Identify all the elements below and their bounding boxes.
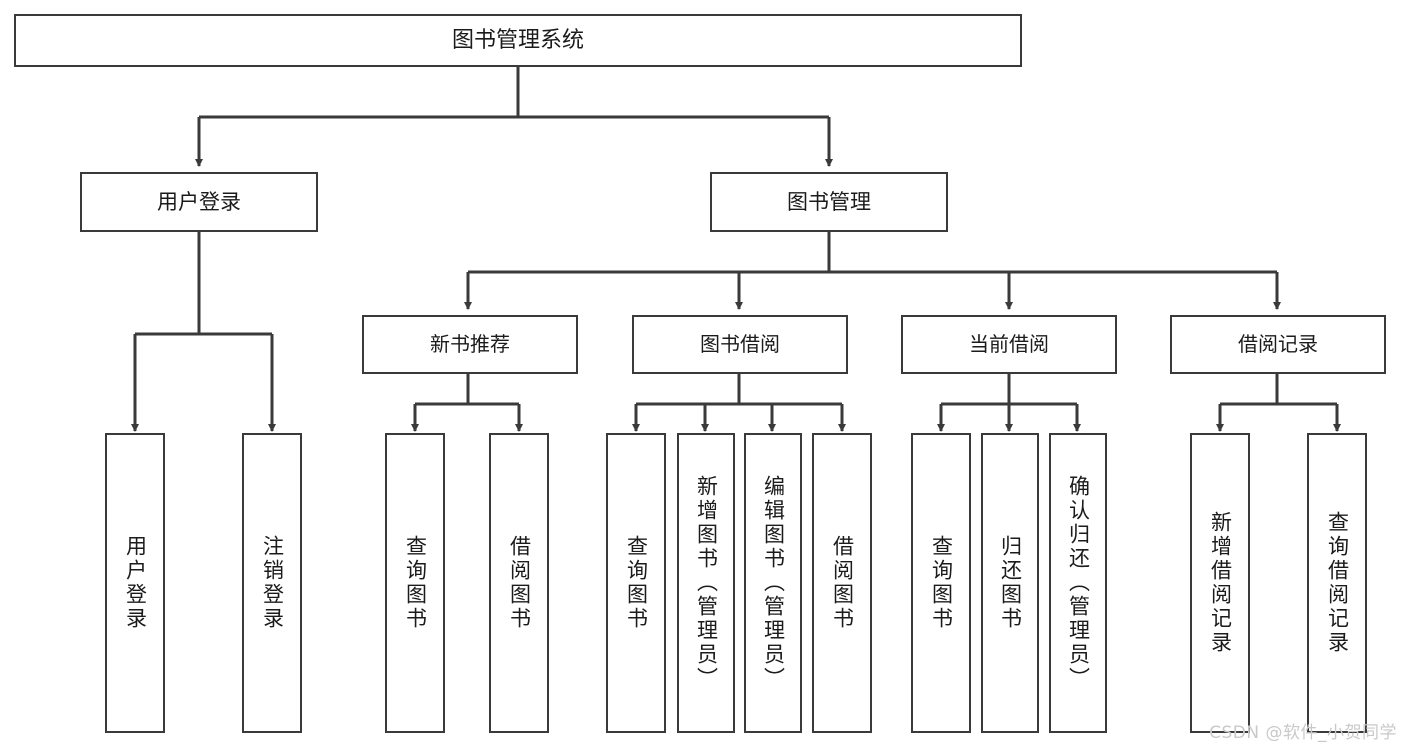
leaf-borrow-book-newbook-label: 借阅图书 (507, 535, 532, 631)
node-new-book-recommend[interactable]: 新书推荐 (362, 315, 578, 374)
node-user-login-label: 用户登录 (157, 189, 241, 214)
leaf-add-borrow-record[interactable]: 新增借阅记录 (1190, 433, 1250, 733)
node-current-borrow[interactable]: 当前借阅 (901, 315, 1117, 374)
leaf-borrow-book-borrow-label: 借阅图书 (830, 535, 855, 631)
leaf-query-book-current[interactable]: 查询图书 (911, 433, 971, 733)
leaf-query-book-borrow-label: 查询图书 (624, 535, 649, 631)
leaf-user-login[interactable]: 用户登录 (105, 433, 165, 733)
node-borrow-record[interactable]: 借阅记录 (1170, 315, 1386, 374)
leaf-edit-book-admin-label: 编辑图书（管理员） (761, 475, 786, 691)
leaf-user-login-label: 用户登录 (123, 535, 148, 631)
leaf-query-book-newbook[interactable]: 查询图书 (385, 433, 445, 733)
node-borrow-record-label: 借阅记录 (1238, 331, 1318, 356)
node-user-login[interactable]: 用户登录 (80, 172, 318, 232)
leaf-borrow-book-newbook[interactable]: 借阅图书 (489, 433, 549, 733)
leaf-query-borrow-record-label: 查询借阅记录 (1325, 511, 1350, 655)
leaf-query-book-newbook-label: 查询图书 (403, 535, 428, 631)
node-book-management-label: 图书管理 (787, 189, 871, 214)
leaf-logout-label: 注销登录 (260, 535, 285, 631)
leaf-logout[interactable]: 注销登录 (242, 433, 302, 733)
leaf-add-book-admin[interactable]: 新增图书（管理员） (677, 433, 735, 733)
node-book-management[interactable]: 图书管理 (710, 172, 948, 232)
leaf-return-book-label: 归还图书 (998, 535, 1023, 631)
watermark: CSDN @软件_小贺同学 (1209, 723, 1397, 743)
node-root[interactable]: 图书管理系统 (14, 14, 1022, 67)
node-root-label: 图书管理系统 (451, 27, 584, 53)
leaf-query-book-current-label: 查询图书 (929, 535, 954, 631)
leaf-borrow-book-borrow[interactable]: 借阅图书 (812, 433, 872, 733)
leaf-add-borrow-record-label: 新增借阅记录 (1208, 511, 1233, 655)
leaf-add-book-admin-label: 新增图书（管理员） (694, 475, 719, 691)
leaf-confirm-return-admin-label: 确认归还（管理员） (1066, 475, 1091, 691)
node-book-borrow-label: 图书借阅 (700, 331, 780, 356)
node-book-borrow[interactable]: 图书借阅 (632, 315, 848, 374)
leaf-confirm-return-admin[interactable]: 确认归还（管理员） (1049, 433, 1107, 733)
leaf-return-book[interactable]: 归还图书 (981, 433, 1039, 733)
node-new-book-recommend-label: 新书推荐 (430, 331, 510, 356)
node-current-borrow-label: 当前借阅 (969, 331, 1049, 356)
leaf-edit-book-admin[interactable]: 编辑图书（管理员） (744, 433, 802, 733)
leaf-query-book-borrow[interactable]: 查询图书 (606, 433, 666, 733)
leaf-query-borrow-record[interactable]: 查询借阅记录 (1307, 433, 1367, 733)
